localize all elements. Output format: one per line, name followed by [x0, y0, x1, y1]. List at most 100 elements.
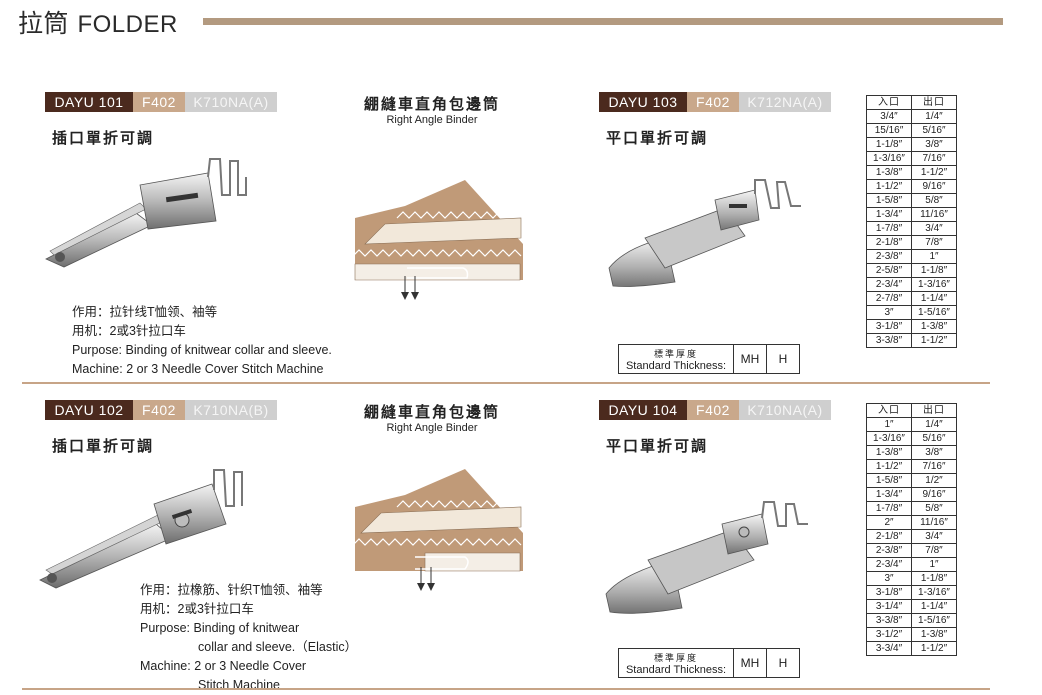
inlet-size: 3″: [866, 571, 912, 586]
outlet-size: 1-1/2″: [911, 165, 957, 180]
outlet-size: 5/8″: [911, 193, 957, 208]
outlet-size: 1-1/2″: [911, 333, 957, 348]
size-row: 2-7/8″1-1/4″: [866, 291, 957, 306]
size-row: 1-3/4″9/16″: [866, 487, 957, 502]
section-subtitle: 插口單折可調: [52, 129, 155, 147]
page-title: 拉筒 FOLDER: [18, 4, 178, 40]
inlet-size: 3-3/8″: [866, 333, 912, 348]
inlet-size: 1-1/2″: [866, 179, 912, 194]
inlet-size: 1″: [866, 417, 912, 432]
thickness-mh: MH: [734, 345, 767, 373]
outlet-size: 1″: [911, 557, 957, 572]
inlet-size: 2-7/8″: [866, 291, 912, 306]
inlet-size: 3-1/4″: [866, 599, 912, 614]
desc-line: Stitch Machine: [198, 678, 280, 692]
model-label-101: DAYU 101 F402 K710NA(A): [45, 92, 277, 112]
outlet-size: 7/8″: [911, 543, 957, 558]
size-row: 3″1-5/16″: [866, 305, 957, 320]
inlet-size: 3-3/8″: [866, 613, 912, 628]
outlet-size: 11/16″: [911, 207, 957, 222]
outlet-size: 1/2″: [911, 473, 957, 488]
size-row: 3-1/8″1-3/16″: [866, 585, 957, 600]
thickness-h: H: [778, 352, 788, 366]
page-title-cn: 拉筒: [18, 9, 70, 38]
outlet-size: 1-5/16″: [911, 305, 957, 320]
desc-line: Machine: 2 or 3 Needle Cover Stitch Mach…: [72, 362, 324, 376]
model-variant: K710NA(A): [739, 400, 831, 420]
desc-line: 用机：2或3针拉口车: [72, 324, 186, 338]
desc-line: 用机：2或3针拉口车: [140, 602, 254, 616]
inlet-size: 3/4″: [866, 109, 912, 124]
col-inlet: 入口: [866, 95, 912, 110]
page-title-en: FOLDER: [77, 11, 178, 38]
model-label-103: DAYU 103 F402 K712NA(A): [599, 92, 831, 112]
thickness-h: H: [778, 656, 788, 670]
desc-line: Machine: 2 or 3 Needle Cover: [140, 659, 307, 673]
size-row: 3″1-1/8″: [866, 571, 957, 586]
size-row: 15/16″5/16″: [866, 123, 957, 138]
thickness-label-en: Standard Thickness:: [625, 663, 727, 676]
size-row: 2″11/16″: [866, 515, 957, 530]
inlet-size: 1-3/4″: [866, 487, 912, 502]
size-row: 1-1/2″9/16″: [866, 179, 957, 194]
inlet-size: 1-3/16″: [866, 431, 912, 446]
model-code: F402: [133, 400, 185, 420]
inlet-size: 1-3/8″: [866, 165, 912, 180]
col-outlet: 出口: [911, 403, 957, 418]
outlet-size: 5/8″: [911, 501, 957, 516]
size-row: 1-7/8″3/4″: [866, 221, 957, 236]
model-label-102: DAYU 102 F402 K710NA(B): [45, 400, 277, 420]
size-row: 3-3/4″1-1/2″: [866, 641, 957, 656]
model-code: F402: [133, 92, 185, 112]
inlet-size: 3-3/4″: [866, 641, 912, 656]
thickness-box-103: 標準厚度 Standard Thickness: MH H: [618, 344, 800, 374]
outlet-size: 3/4″: [911, 221, 957, 236]
description-101: 作用：拉针线T恤领、袖等 用机：2或3针拉口车 Purpose: Binding…: [72, 303, 332, 379]
size-row: 2-3/8″7/8″: [866, 543, 957, 558]
thickness-mh: MH: [734, 649, 767, 677]
size-row: 3-3/8″1-5/16″: [866, 613, 957, 628]
inlet-size: 1-3/16″: [866, 151, 912, 166]
inlet-size: 1-3/8″: [866, 445, 912, 460]
outlet-size: 1-3/8″: [911, 627, 957, 642]
outlet-size: 1-1/4″: [911, 291, 957, 306]
size-row: 1-5/8″5/8″: [866, 193, 957, 208]
thickness-label-cn: 標準厚度: [653, 348, 698, 359]
size-table-103: 入口 出口 3/4″1/4″15/16″5/16″1-1/8″3/8″1-3/1…: [866, 95, 957, 348]
outlet-size: 1″: [911, 249, 957, 264]
size-row: 3-1/2″1-3/8″: [866, 627, 957, 642]
size-row: 1-3/16″5/16″: [866, 431, 957, 446]
size-row: 3/4″1/4″: [866, 109, 957, 124]
binder-title-en: Right Angle Binder: [386, 422, 478, 434]
size-row: 1-3/16″7/16″: [866, 151, 957, 166]
model-name: DAYU 104: [599, 400, 687, 420]
outlet-size: 1-1/8″: [911, 263, 957, 278]
outlet-size: 7/16″: [911, 151, 957, 166]
outlet-size: 1-3/8″: [911, 319, 957, 334]
binder-title-en: Right Angle Binder: [386, 114, 478, 126]
model-label-104: DAYU 104 F402 K710NA(A): [599, 400, 831, 420]
size-row: 2-3/4″1-3/16″: [866, 277, 957, 292]
col-inlet: 入口: [866, 403, 912, 418]
size-row: 1-7/8″5/8″: [866, 501, 957, 516]
inlet-size: 1-7/8″: [866, 501, 912, 516]
outlet-size: 3/8″: [911, 445, 957, 460]
outlet-size: 1-3/16″: [911, 585, 957, 600]
folder-103-image: [608, 179, 801, 287]
size-row: 3-1/4″1-1/4″: [866, 599, 957, 614]
outlet-size: 7/16″: [911, 459, 957, 474]
desc-line: Purpose: Binding of knitwear: [140, 621, 300, 635]
desc-line: 作用：拉橡筋、针织T恤领、袖等: [140, 583, 323, 597]
inlet-size: 3-1/2″: [866, 627, 912, 642]
inlet-size: 1-3/4″: [866, 207, 912, 222]
size-row: 1-1/2″7/16″: [866, 459, 957, 474]
section-subtitle: 插口單折可調: [52, 437, 155, 455]
outlet-size: 1-1/8″: [911, 571, 957, 586]
folder-101-image: [45, 158, 247, 268]
size-row: 3-1/8″1-3/8″: [866, 319, 957, 334]
inlet-size: 2-1/8″: [866, 235, 912, 250]
inlet-size: 2-1/8″: [866, 529, 912, 544]
col-outlet: 出口: [911, 95, 957, 110]
inlet-size: 1-5/8″: [866, 193, 912, 208]
model-code: F402: [687, 400, 739, 420]
